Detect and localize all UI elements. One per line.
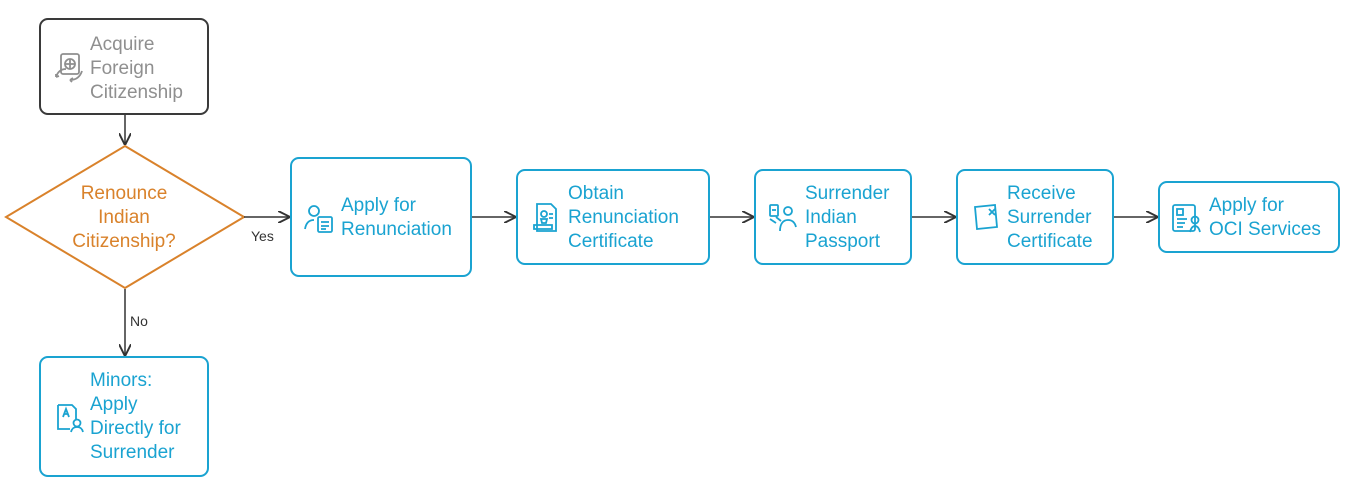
node-apply-for-renunciation: Apply for Renunciation: [290, 157, 472, 277]
cancelled-document-icon: [969, 201, 1003, 235]
node-label: Apply for Renunciation: [341, 195, 452, 240]
node-label: Apply for OCI Services: [1209, 195, 1321, 240]
document-person-icon: [52, 401, 86, 435]
node-receive-surrender-certificate: Receive Surrender Certificate: [956, 169, 1114, 265]
node-minors-apply-directly: Minors: Apply Directly for Surrender: [39, 356, 209, 477]
certificate-stamp-icon: [529, 201, 563, 235]
decision-label: Renounce Indian Citizenship?: [72, 183, 176, 252]
edge-label-no: No: [130, 313, 148, 329]
node-surrender-indian-passport: Surrender Indian Passport: [754, 169, 912, 265]
node-label: Minors: Apply Directly for Surrender: [90, 370, 181, 463]
passport-handover-icon: [766, 201, 800, 235]
node-apply-for-oci-services: Apply for OCI Services: [1158, 181, 1340, 253]
node-label: Obtain Renunciation Certificate: [568, 183, 679, 252]
node-label: Surrender Indian Passport: [805, 183, 890, 252]
passport-exchange-icon: [52, 51, 86, 85]
node-label: Receive Surrender Certificate: [1007, 183, 1093, 252]
node-acquire-foreign-citizenship: Acquire Foreign Citizenship: [39, 18, 209, 115]
applicant-form-icon: [302, 201, 336, 235]
edge-label-yes: Yes: [251, 228, 274, 244]
node-obtain-renunciation-certificate: Obtain Renunciation Certificate: [516, 169, 710, 265]
node-label: Acquire Foreign Citizenship: [90, 34, 183, 103]
decision-diamond: [4, 144, 246, 290]
id-card-person-icon: [1170, 201, 1204, 235]
